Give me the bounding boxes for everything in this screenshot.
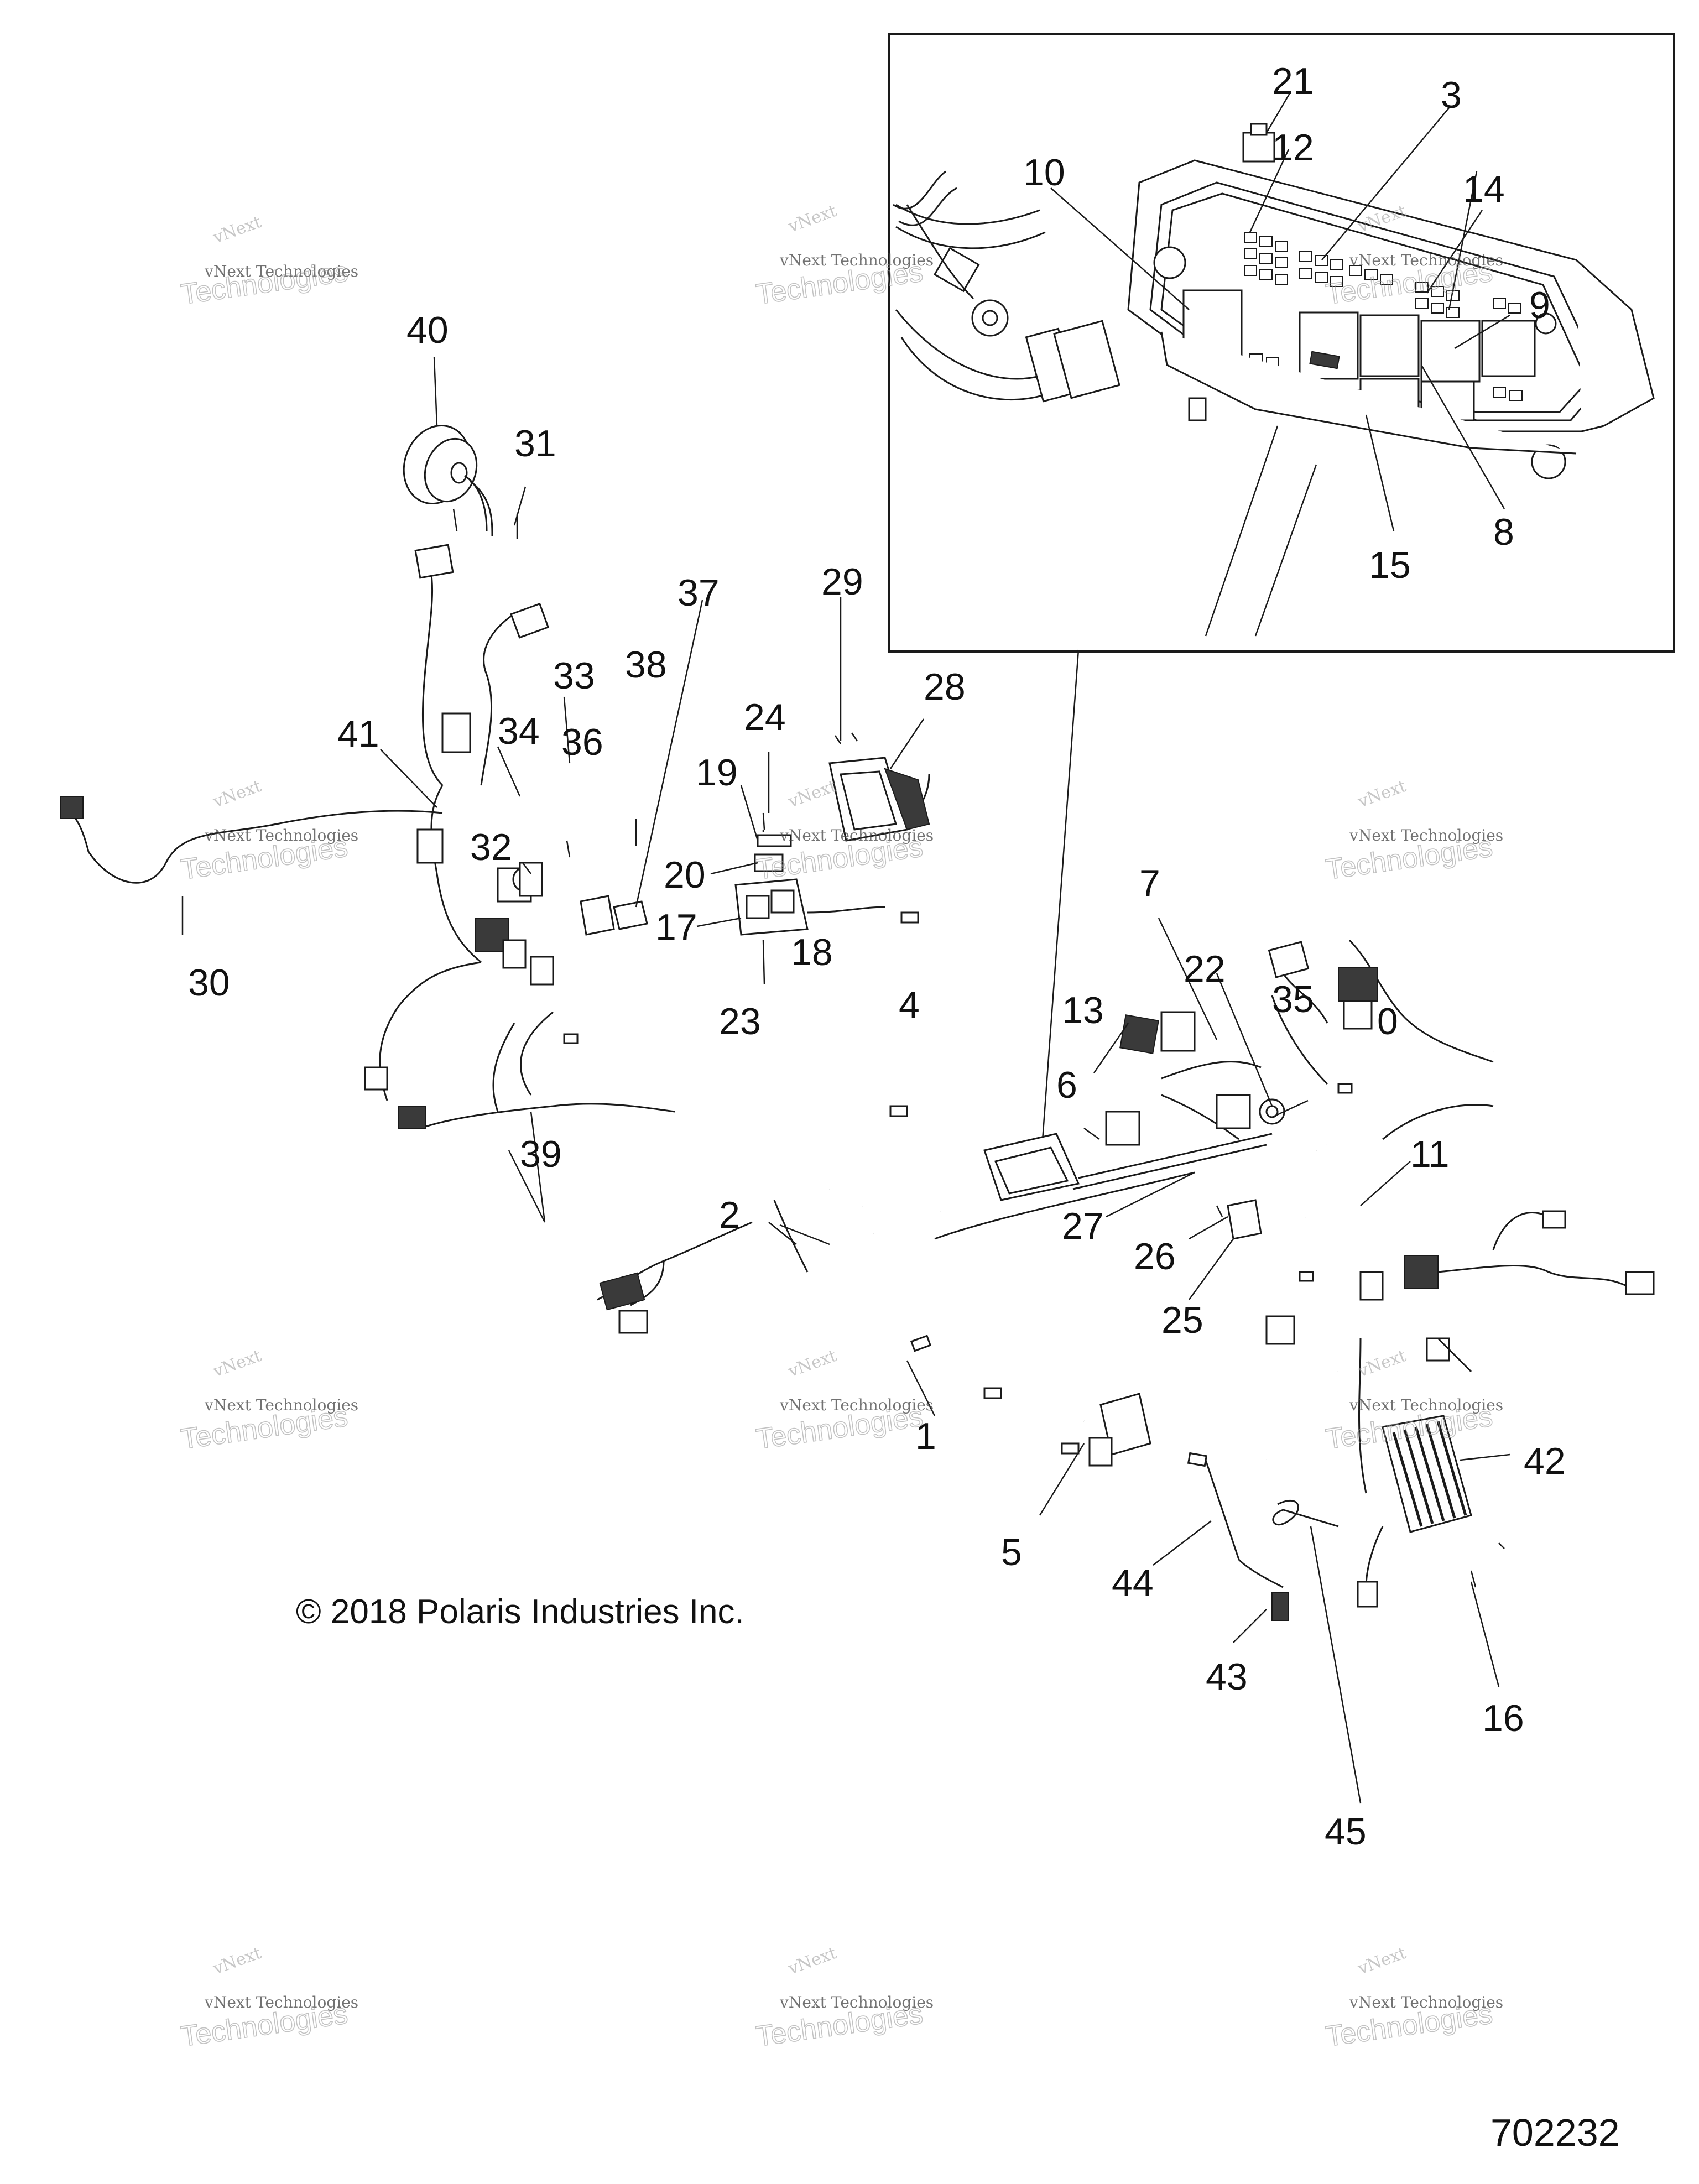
callout-36: 36 xyxy=(561,721,603,763)
watermark-text: vNext xyxy=(1355,1943,1409,1979)
watermark-text: vNext xyxy=(210,1943,264,1979)
callout-1: 1 xyxy=(915,1415,936,1457)
callout-39: 39 xyxy=(520,1133,562,1175)
callout-4: 4 xyxy=(899,984,920,1026)
watermark-text: vNext Technologies xyxy=(779,826,934,845)
callout-3: 3 xyxy=(1441,74,1462,116)
callout-19: 19 xyxy=(696,752,738,794)
callout-37: 37 xyxy=(677,572,720,614)
callout-32: 32 xyxy=(470,826,512,868)
watermarks: vNext vNext Technologies Technologies vN… xyxy=(179,201,1503,2053)
watermark-text: vNext Technologies xyxy=(1349,826,1503,845)
callout-35: 35 xyxy=(1272,978,1314,1020)
callout-20: 20 xyxy=(664,854,706,896)
watermark-text: vNext Technologies xyxy=(204,1993,358,2011)
callout-13: 13 xyxy=(1062,989,1104,1031)
watermark-text: vNext xyxy=(785,201,839,237)
watermark-text: vNext xyxy=(1355,776,1409,812)
callout-15: 15 xyxy=(1369,544,1411,586)
callout-18: 18 xyxy=(791,931,833,973)
watermark-text: vNext xyxy=(1355,1346,1409,1382)
watermark-text: vNext xyxy=(210,776,264,812)
callout-27: 27 xyxy=(1062,1205,1104,1247)
callout-6: 6 xyxy=(1056,1064,1077,1106)
callout-45: 45 xyxy=(1325,1811,1367,1853)
callout-22: 22 xyxy=(1184,948,1226,990)
callout-10: 10 xyxy=(1023,152,1065,194)
callout-12: 12 xyxy=(1272,127,1314,169)
callout-42: 42 xyxy=(1524,1440,1566,1482)
watermark-text: vNext xyxy=(785,776,839,812)
fuse-relay-box-icon xyxy=(1127,123,1655,479)
callout-30: 30 xyxy=(188,962,230,1004)
watermark-text: vNext Technologies xyxy=(1349,1993,1503,2011)
watermark-text: vNext Technologies xyxy=(779,1993,934,2011)
watermark-text: vNext Technologies xyxy=(779,251,934,269)
wire-harness-icon xyxy=(65,552,1494,1588)
svg-text:0: 0 xyxy=(1377,1000,1398,1043)
watermark-text: vNext Technologies xyxy=(204,262,358,280)
callout-34: 34 xyxy=(498,710,540,752)
callout-17: 17 xyxy=(655,906,697,948)
callout-43: 43 xyxy=(1206,1656,1248,1698)
callout-33: 33 xyxy=(553,655,595,697)
callout-23: 23 xyxy=(719,1000,761,1043)
callout-5: 5 xyxy=(1001,1531,1022,1573)
watermark-text: vNext Technologies xyxy=(204,1396,358,1414)
callout-21: 21 xyxy=(1272,60,1314,102)
ecu-module-icon xyxy=(828,732,930,842)
callout-2: 2 xyxy=(719,1194,740,1236)
callout-41: 41 xyxy=(337,713,379,755)
callout-28: 28 xyxy=(924,666,966,708)
callout-26: 26 xyxy=(1134,1236,1176,1278)
callout-8: 8 xyxy=(1493,511,1514,553)
callout-25: 25 xyxy=(1161,1299,1203,1341)
callout-7: 7 xyxy=(1139,862,1160,904)
callout-24: 24 xyxy=(744,696,786,738)
watermark-text: vNext Technologies xyxy=(779,1396,934,1414)
callout-labels: 1 2 3 4 5 6 7 8 9 10 11 12 13 14 15 16 1… xyxy=(188,60,1566,1853)
detail-inset xyxy=(888,33,1675,653)
copyright-text: © 2018 Polaris Industries Inc. xyxy=(296,1593,744,1631)
callout-16: 16 xyxy=(1482,1697,1524,1739)
watermark-text: vNext Technologies xyxy=(1349,251,1503,269)
harness-clips xyxy=(563,911,1353,1467)
watermark-text: vNext xyxy=(785,1943,839,1979)
watermark-text: vNext Technologies xyxy=(1349,1396,1503,1414)
callout-40: 40 xyxy=(406,309,449,351)
callout-14: 14 xyxy=(1463,168,1505,210)
callout-38: 38 xyxy=(625,644,667,686)
document-number: 702232 xyxy=(1490,2111,1620,2154)
voltage-regulator-icon xyxy=(1357,1415,1472,1608)
watermark-text: vNext xyxy=(210,212,264,248)
leader-lines xyxy=(181,92,1510,1804)
callout-44: 44 xyxy=(1112,1562,1154,1604)
actuator-motor-icon xyxy=(403,424,518,539)
watermark-text: vNext xyxy=(785,1346,839,1382)
watermark-text: vNext Technologies xyxy=(204,826,358,845)
callout-11: 11 xyxy=(1410,1133,1450,1175)
callout-9: 9 xyxy=(1529,284,1550,326)
callout-31: 31 xyxy=(514,423,556,465)
watermark-text: vNext xyxy=(210,1346,264,1382)
callout-29: 29 xyxy=(821,561,863,603)
